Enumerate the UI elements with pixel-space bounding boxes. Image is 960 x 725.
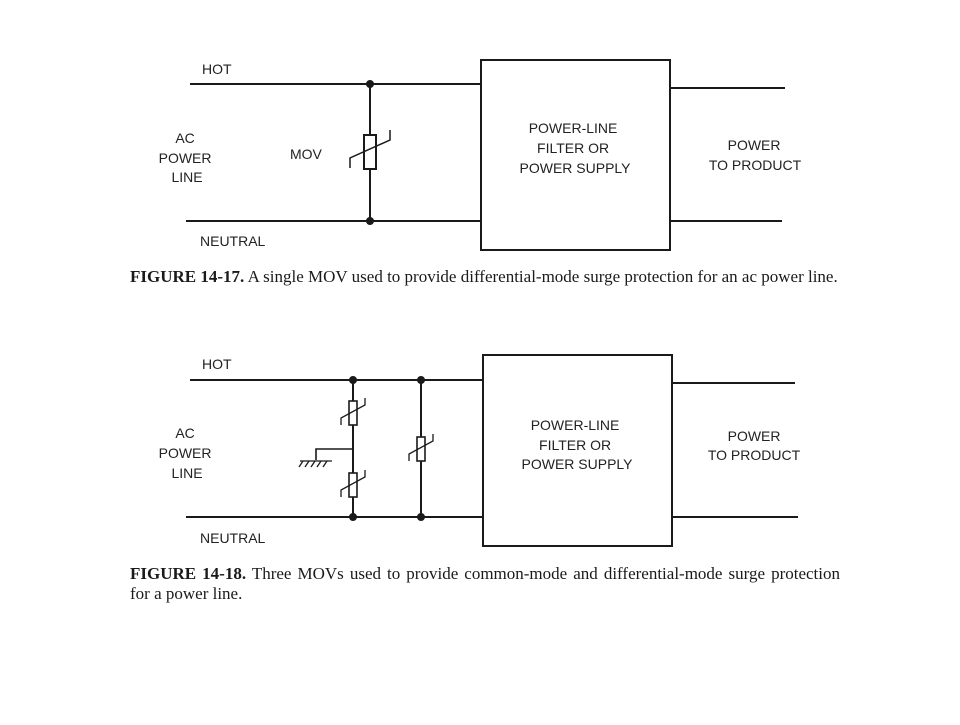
hot-junction-2	[417, 376, 425, 384]
mov-hot-ground-icon	[340, 397, 366, 426]
hot-label: HOT	[202, 61, 232, 77]
caption-number: FIGURE 14-17.	[130, 267, 245, 286]
neutral-junction-1	[349, 513, 357, 521]
ac-line-label: AC POWER LINE	[159, 425, 216, 481]
neutral-label: NEUTRAL	[200, 233, 266, 249]
filter-box	[482, 354, 673, 547]
box-label: POWER-LINE FILTER OR POWER SUPPLY	[522, 417, 634, 472]
hot-junction-1	[349, 376, 357, 384]
caption-text: Three MOVs used to provide common-mode a…	[130, 564, 840, 603]
hot-label: HOT	[202, 356, 232, 372]
ground-icon	[298, 460, 332, 468]
filter-box	[480, 59, 671, 251]
output-label: POWER TO PRODUCT	[709, 137, 802, 173]
neutral-junction-2	[417, 513, 425, 521]
caption-number: FIGURE 14-18.	[130, 564, 247, 583]
figure-14-17-caption: FIGURE 14-17. A single MOV used to provi…	[130, 267, 840, 287]
caption-text: A single MOV used to provide differentia…	[247, 267, 838, 286]
figure-14-17-labels: HOT NEUTRAL AC POWER LINE MOV POWER-LINE…	[159, 61, 802, 249]
figure-14-18-labels: HOT NEUTRAL AC POWER LINE POWER-LINE FIL…	[159, 356, 801, 546]
mov-differential-icon	[408, 433, 434, 462]
output-label: POWER TO PRODUCT	[708, 428, 801, 463]
figure-14-18-caption: FIGURE 14-18. Three MOVs used to provide…	[130, 564, 840, 604]
mov-neutral-ground-icon	[340, 469, 366, 498]
ground-tap	[315, 448, 353, 460]
figure-14-18-schematic	[186, 354, 798, 547]
figure-14-17-schematic	[186, 59, 785, 251]
box-label: POWER-LINE FILTER OR POWER SUPPLY	[520, 120, 632, 176]
neutral-junction	[366, 217, 374, 225]
ac-line-label: AC POWER LINE	[159, 130, 216, 185]
mov-label: MOV	[290, 146, 323, 162]
neutral-label: NEUTRAL	[200, 530, 266, 546]
hot-junction	[366, 80, 374, 88]
mov-icon	[349, 129, 391, 170]
